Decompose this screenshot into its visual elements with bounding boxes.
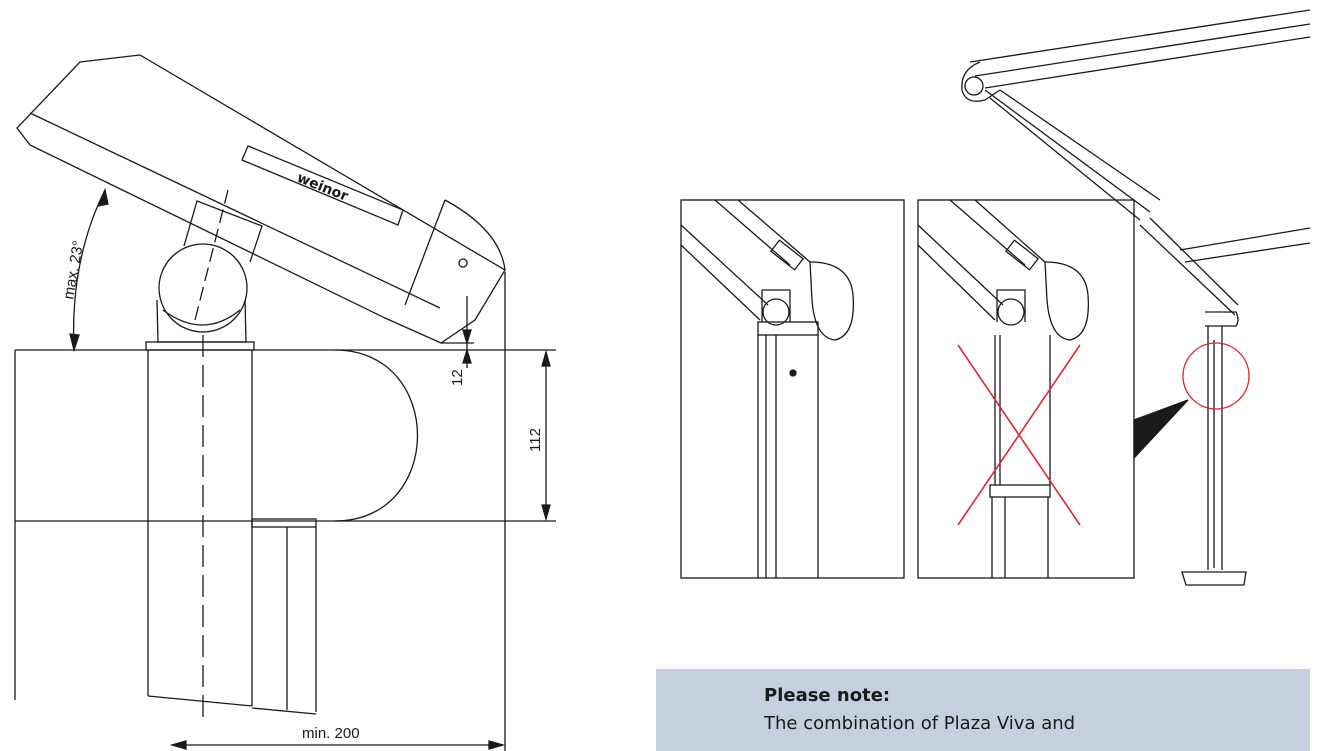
detail-incorrect (917, 199, 1135, 579)
dim-height-label: 112 (527, 428, 544, 452)
width-dimension (169, 272, 506, 751)
beam-profile (14, 349, 419, 700)
post (145, 335, 317, 722)
dim-min-width-label: min. 200 (302, 725, 360, 742)
note-text: The combination of Plaza Viva and (764, 713, 1076, 734)
awning-perspective (961, 9, 1311, 586)
note-box: Please note: The combination of Plaza Vi… (656, 669, 1310, 751)
dim-small-label: 12 (449, 369, 466, 386)
note-title: Please note: (764, 685, 891, 706)
brand-label: weinor (295, 170, 351, 205)
awning-cross-section (16, 54, 506, 344)
detail-correct (680, 199, 905, 579)
height-dimensions (335, 296, 556, 522)
angle-dimension (69, 187, 109, 353)
angle-label: max. 23° (60, 239, 87, 300)
detail-circle (1182, 342, 1250, 410)
cross-mark-b (957, 344, 1081, 526)
